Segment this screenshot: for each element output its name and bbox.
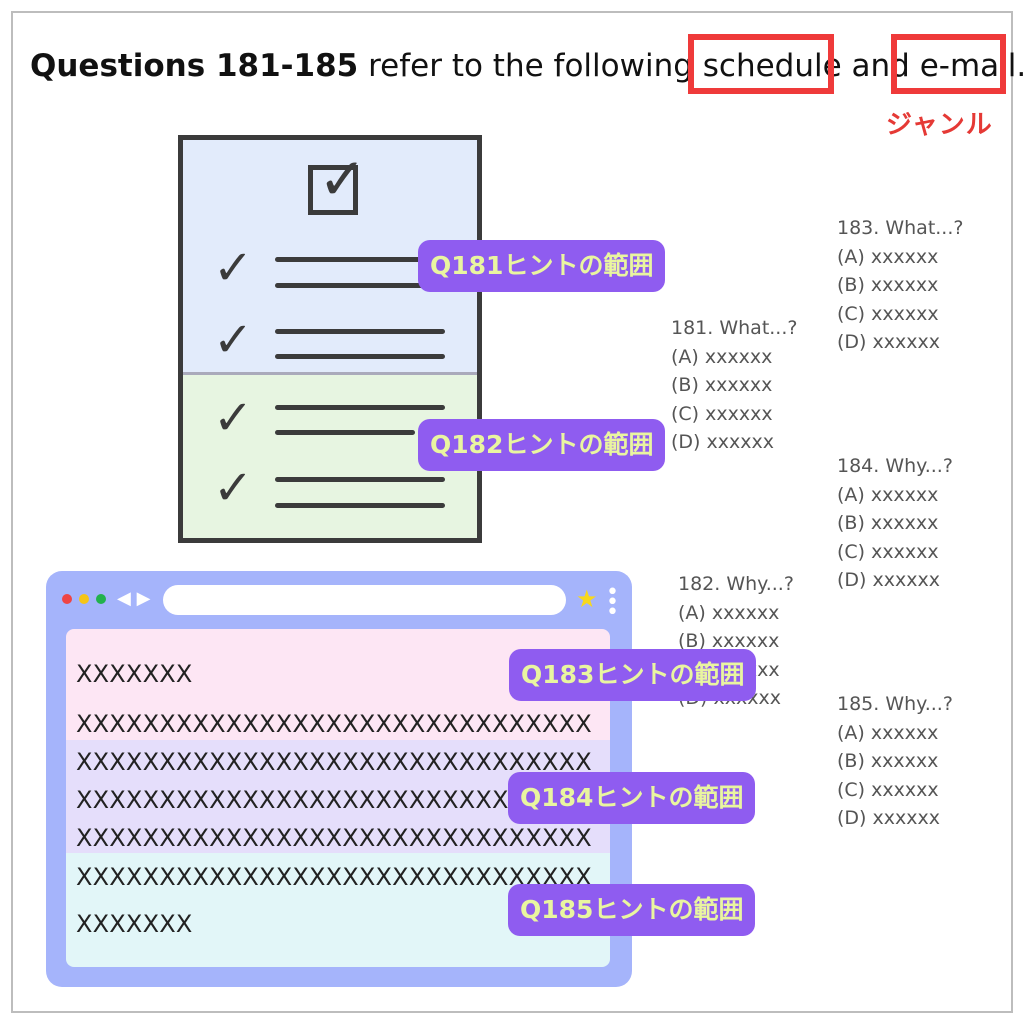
- question-183: 183. What...? (A) xxxxxx (B) xxxxxx (C) …: [837, 214, 963, 357]
- choice-b: (B) xxxxxx: [671, 374, 773, 396]
- email-highlight-box: [891, 34, 1006, 94]
- choice-c: (C) xxxxxx: [671, 402, 773, 425]
- title-text-and: and: [841, 48, 920, 84]
- choice-b: (B) xxxxxx: [837, 750, 939, 772]
- choice-c: (C) xxxxxx: [837, 540, 939, 563]
- text-line: [275, 503, 445, 508]
- email-line: XXXXXXX: [76, 910, 193, 938]
- page-frame: [11, 11, 1013, 1013]
- text-line: [275, 257, 425, 262]
- choice-d: (D) xxxxxx: [671, 431, 774, 453]
- choice-b: (B) xxxxxx: [837, 512, 939, 534]
- hint-pill-q185: Q185ヒントの範囲: [508, 884, 756, 936]
- email-line: XXXXXXXXXXXXXXXXXXXXXXXXXXXXXXX: [76, 824, 592, 852]
- question-181: 181. What...? (A) xxxxxx (B) xxxxxx (C) …: [671, 314, 797, 457]
- genre-label: ジャンル: [886, 110, 993, 140]
- check-icon: ✓: [213, 312, 254, 368]
- checkbox-icon: [308, 165, 358, 215]
- text-line: [275, 405, 445, 410]
- more-vertical-icon: •••: [606, 580, 619, 625]
- choice-a: (A) xxxxxx: [837, 245, 939, 268]
- text-line: [275, 354, 445, 359]
- questions-range: Questions 181-185: [30, 48, 359, 84]
- choice-a: (A) xxxxxx: [671, 345, 773, 368]
- check-icon: ✓: [213, 390, 254, 446]
- hint-pill-q181: Q181ヒントの範囲: [418, 240, 666, 292]
- choice-d: (D) xxxxxx: [837, 569, 940, 591]
- choice-a: (A) xxxxxx: [837, 483, 939, 506]
- word-schedule: schedule: [702, 48, 842, 84]
- nav-arrows-icon: ◀ ▶: [117, 588, 151, 609]
- choice-a: (A) xxxxxx: [837, 721, 939, 744]
- email-line: XXXXXXX: [76, 660, 193, 688]
- email-line: XXXXXXXXXXXXXXXXXXXXXXXXXXXXXXX: [76, 710, 592, 738]
- check-icon: ✓: [213, 240, 254, 296]
- page-title: Questions 181-185 refer to the following…: [30, 44, 1024, 88]
- word-email: e-mail.: [919, 48, 1024, 84]
- choice-d: (D) xxxxxx: [837, 807, 940, 829]
- question-184: 184. Why...? (A) xxxxxx (B) xxxxxx (C) x…: [837, 452, 953, 595]
- choice-b: (B) xxxxxx: [678, 630, 780, 652]
- question-title: 182. Why...?: [678, 573, 794, 595]
- hint-pill-q183: Q183ヒントの範囲: [509, 649, 757, 701]
- hint-pill-q184: Q184ヒントの範囲: [508, 772, 756, 824]
- window-minimize-dot: [79, 594, 89, 604]
- title-text-middle: refer to the following: [358, 48, 703, 84]
- star-icon: ★: [576, 585, 598, 613]
- email-line: XXXXXXXXXXXXXXXXXXXXXXXXXXXXXXX: [76, 863, 592, 891]
- check-icon: ✓: [318, 145, 367, 213]
- choice-c: (C) xxxxxx: [837, 302, 939, 325]
- choice-b: (B) xxxxxx: [837, 274, 939, 296]
- section-divider: [183, 372, 477, 375]
- schedule-document: ✓ ✓ ✓ ✓ ✓: [178, 135, 482, 543]
- choice-d: (D) xxxxxx: [837, 331, 940, 353]
- question-185: 185. Why...? (A) xxxxxx (B) xxxxxx (C) x…: [837, 690, 953, 833]
- text-line: [275, 329, 445, 334]
- schedule-highlight-box: [688, 34, 834, 94]
- email-line: XXXXXXXXXXXXXXXXXXXXXXXXXXXXXXX: [76, 786, 592, 814]
- text-line: [275, 477, 445, 482]
- question-title: 185. Why...?: [837, 693, 953, 715]
- text-line: [275, 283, 445, 288]
- choice-c: (C) xxxxxx: [837, 778, 939, 801]
- email-line: XXXXXXXXXXXXXXXXXXXXXXXXXXXXXXX: [76, 748, 592, 776]
- check-icon: ✓: [213, 460, 254, 516]
- hint-pill-q182: Q182ヒントの範囲: [418, 419, 666, 471]
- question-title: 181. What...?: [671, 317, 798, 339]
- window-maximize-dot: [96, 594, 106, 604]
- text-line: [275, 430, 415, 435]
- choice-a: (A) xxxxxx: [678, 601, 780, 624]
- address-bar: [163, 585, 566, 615]
- question-title: 183. What...?: [837, 217, 964, 239]
- question-title: 184. Why...?: [837, 455, 953, 477]
- window-close-dot: [62, 594, 72, 604]
